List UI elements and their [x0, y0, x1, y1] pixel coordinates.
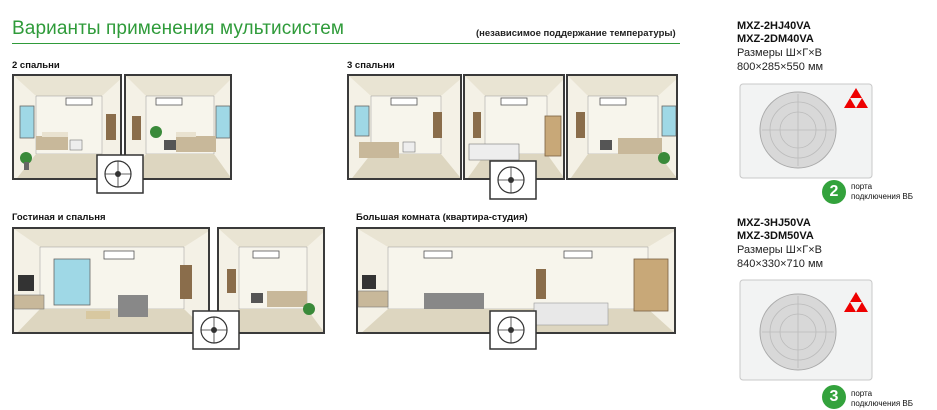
- title-divider: [12, 43, 680, 44]
- ports-badge-3: 3: [822, 385, 846, 409]
- outdoor-unit-icon: [489, 310, 537, 350]
- section-label-studio: Большая комната (квартира-студия): [356, 212, 528, 223]
- bedroom-illustration: [465, 76, 563, 178]
- unit-2-model-2: MXZ-3DM50VA: [737, 230, 814, 242]
- unit-2-ports-line-1: порта: [851, 389, 873, 398]
- living-room-illustration: [14, 229, 208, 332]
- outdoor-unit-icon: [489, 160, 537, 200]
- outdoor-unit-2port-image: [739, 83, 873, 179]
- section-label-3-bedrooms: 3 спальни: [347, 60, 395, 71]
- room-living: [12, 227, 210, 334]
- outdoor-unit-3port-image: [739, 279, 873, 381]
- section-label-living-bedroom: Гостиная и спальня: [12, 212, 106, 223]
- room-bedroom: [217, 227, 325, 334]
- unit-1-ports-line-1: порта: [851, 182, 873, 191]
- unit-2-dims-value: 840×330×710 мм: [737, 258, 824, 270]
- section-label-2-bedrooms: 2 спальни: [12, 60, 60, 71]
- unit-1-model-2: MXZ-2DM40VA: [737, 33, 814, 45]
- bedroom-illustration: [349, 76, 460, 178]
- room-bedroom-left: [12, 74, 122, 180]
- bedroom-illustration: [14, 76, 120, 178]
- unit-1-ports-line-2: подключения ВБ: [851, 192, 913, 201]
- page-title: Варианты применения мультисистем: [12, 18, 345, 39]
- room-bedroom-1: [347, 74, 462, 180]
- unit-2-dims-label: Размеры Ш×Г×В: [737, 244, 822, 256]
- outdoor-unit-icon: [96, 154, 144, 194]
- bedroom-illustration: [568, 76, 676, 178]
- unit-1-dims-value: 800×285×550 мм: [737, 61, 824, 73]
- outdoor-unit-icon: [192, 310, 240, 350]
- room-bedroom-3: [566, 74, 678, 180]
- ports-badge-2: 2: [822, 180, 846, 204]
- page-subtitle: (независимое поддержание температуры): [476, 28, 676, 39]
- unit-2-ports-line-2: подключения ВБ: [851, 399, 913, 408]
- bedroom-illustration: [126, 76, 230, 178]
- unit-1-dims-label: Размеры Ш×Г×В: [737, 47, 822, 59]
- unit-2-model-1: MXZ-3HJ50VA: [737, 217, 811, 229]
- bedroom-illustration: [219, 229, 323, 332]
- unit-1-model-1: MXZ-2HJ40VA: [737, 20, 811, 32]
